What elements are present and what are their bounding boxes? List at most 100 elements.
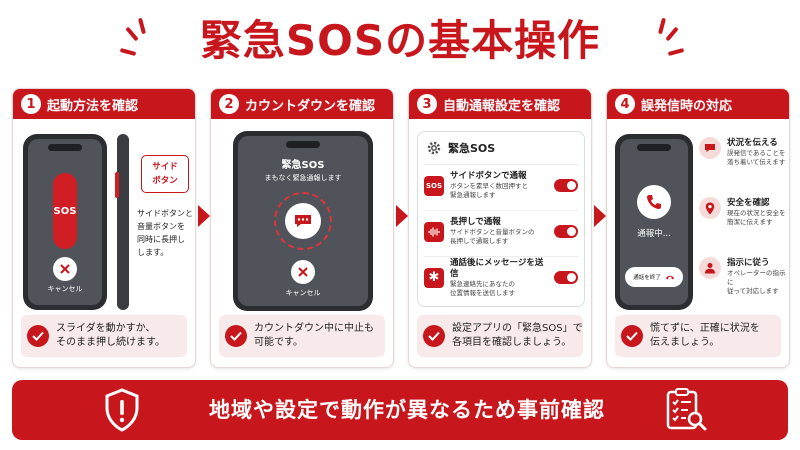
- phone-notch: [286, 141, 320, 148]
- side-label-line-2: ボタン: [152, 176, 178, 186]
- step-number: 1: [21, 94, 41, 114]
- step-header: 1 起動方法を確認: [13, 89, 195, 119]
- cancel-label: キャンセル: [47, 285, 83, 293]
- message-icon: [285, 203, 321, 239]
- step-description: サイドボタンと 音量ボタンを 同時に長押し します。: [137, 207, 195, 259]
- check-icon: [423, 325, 445, 347]
- step-note: カウントダウン中に中止も 可能です。: [219, 315, 385, 357]
- side-button-callout: サイド ボタン: [141, 155, 189, 193]
- note-line-1: 慌てずに、正確に状況を: [650, 323, 760, 334]
- tip-desc: 現在の状況と安全を: [727, 209, 786, 217]
- tip-item: 状況を伝える 誤発信であることを 落ち着いて伝えます: [699, 137, 785, 167]
- check-icon: [621, 325, 643, 347]
- phone-illustration: 通報中... 通話を終了: [615, 134, 693, 310]
- phone-call-icon: [637, 185, 671, 219]
- desc-line: 音量ボタンを: [137, 222, 185, 231]
- page-title: 緊急SOSの基本操作: [199, 16, 601, 65]
- tip-item: 安全を確認 現在の状況と安全を 簡潔に伝えます: [699, 197, 786, 227]
- note-line-2: 伝えましょう。: [650, 337, 720, 348]
- setting-row[interactable]: ✱ 通話後にメッセージを送信 緊急連絡先にあなたの 位置情報を送信します: [424, 256, 578, 298]
- close-icon: [291, 260, 315, 284]
- step-number: 4: [615, 94, 635, 114]
- settings-panel: 緊急SOS SOS サイドボタンで通報 ボタンを素早く数回押すと 緊急通報します…: [417, 131, 585, 307]
- setting-desc: 位置情報を送信します: [450, 288, 515, 297]
- waveform-icon: [424, 221, 444, 242]
- note-line-2: 各項目を確認しましょう。: [452, 337, 572, 348]
- setting-title: 長押しで通報: [450, 217, 501, 227]
- tip-desc: 落ち着いて伝えます: [727, 158, 786, 166]
- check-icon: [27, 325, 49, 347]
- tip-desc: 誤発信であることを: [727, 149, 786, 157]
- header: 緊急SOSの基本操作: [0, 6, 800, 78]
- step-note: スライダを動かすか、 そのまま押し続けます。: [21, 315, 187, 357]
- toggle-switch[interactable]: [554, 225, 578, 238]
- step-title: 誤発信時の対応: [641, 98, 733, 114]
- location-pin-icon: [699, 197, 721, 219]
- setting-desc: 緊急連絡先にあなたの: [450, 279, 515, 288]
- phone-screen: 通報中... 通話を終了: [620, 139, 688, 305]
- setting-title: 通話後にメッセージを送信: [450, 257, 544, 279]
- setting-row[interactable]: 長押しで通報 サイドボタンと音量ボタンの 長押しで通報します: [424, 210, 578, 252]
- call-status: 通報中...: [637, 229, 671, 239]
- end-call-label: 通話を終了: [633, 275, 661, 281]
- close-icon: [53, 257, 77, 281]
- end-call-button: 通話を終了: [625, 267, 683, 287]
- tip-title: 安全を確認: [727, 198, 770, 208]
- setting-desc: 緊急通報します: [450, 191, 496, 199]
- step-title: 自動通報設定を確認: [443, 98, 561, 114]
- note-line-1: カウントダウン中に中止も: [254, 323, 374, 334]
- cancel-button: キャンセル: [238, 260, 368, 298]
- phone-side-illustration: [115, 134, 129, 310]
- countdown-ring: [274, 192, 332, 250]
- desc-line: します。: [137, 248, 169, 257]
- screen-subtitle: まもなく緊急通報します: [264, 174, 342, 182]
- step-title: 起動方法を確認: [47, 98, 139, 114]
- settings-header: 緊急SOS: [426, 140, 495, 156]
- setting-row[interactable]: SOS サイドボタンで通報 ボタンを素早く数回押すと 緊急通報します: [424, 164, 578, 206]
- cancel-label: キャンセル: [285, 289, 321, 297]
- phone-illustration: 緊急SOS まもなく緊急通報します キャンセル: [233, 131, 373, 311]
- toggle-switch[interactable]: [554, 271, 578, 284]
- side-button: [115, 172, 119, 198]
- speech-bubble-icon: [699, 137, 721, 159]
- setting-desc: 長押しで通報します: [450, 237, 509, 245]
- sos-slider: SOS: [53, 173, 77, 249]
- setting-desc: ボタンを素早く数回押すと: [450, 182, 528, 190]
- tip-item: 指示に従う オペレーターの指示に 従って対応します: [699, 257, 789, 296]
- arrow-icon: [198, 205, 210, 227]
- shield-exclamation-icon: [105, 388, 139, 432]
- phone-illustration: SOS キャンセル: [23, 134, 107, 310]
- tip-title: 状況を伝える: [727, 138, 778, 148]
- step-header: 3 自動通報設定を確認: [409, 89, 591, 119]
- gear-icon: [427, 141, 441, 155]
- check-icon: [225, 325, 247, 347]
- desc-line: サイドボタンと: [137, 209, 193, 218]
- step-card-3: 3 自動通報設定を確認 緊急SOS SOS サイドボタンで通報 ボタンを素早く数…: [408, 88, 592, 368]
- side-label-line-1: サイド: [152, 162, 178, 172]
- step-note: 慌てずに、正確に状況を 伝えましょう。: [615, 315, 781, 357]
- step-card-1: 1 起動方法を確認 SOS キャンセル サイド ボタン サイドボタンと 音量ボタ…: [12, 88, 196, 368]
- step-note: 設定アプリの「緊急SOS」で 各項目を確認しましょう。: [417, 315, 583, 357]
- hang-up-icon: [665, 275, 674, 280]
- step-title: カウントダウンを確認: [245, 98, 376, 114]
- tip-desc: 簡潔に伝えます: [727, 218, 773, 226]
- step-number: 3: [417, 94, 437, 114]
- step-header: 2 カウントダウンを確認: [211, 89, 393, 119]
- step-card-2: 2 カウントダウンを確認 緊急SOS まもなく緊急通報します キャンセル: [210, 88, 394, 368]
- tip-title: 指示に従う: [727, 258, 770, 268]
- note-line-2: そのまま押し続けます。: [56, 337, 165, 348]
- clipboard-checklist-icon: [666, 388, 707, 431]
- toggle-switch[interactable]: [554, 179, 578, 192]
- asterisk-icon: ✱: [424, 267, 444, 288]
- note-line-1: スライダを動かすか、: [56, 323, 156, 334]
- step-card-4: 4 誤発信時の対応 通報中... 通話を終了 状況を伝える 誤発信であることを …: [606, 88, 790, 368]
- desc-line: 同時に長押し: [137, 235, 185, 244]
- arrow-icon: [396, 205, 408, 227]
- person-icon: [699, 257, 721, 279]
- phone-screen: 緊急SOS まもなく緊急通報します キャンセル: [238, 136, 368, 306]
- sos-label: SOS: [53, 205, 77, 217]
- arrow-icon: [594, 205, 606, 227]
- setting-title: サイドボタンで通報: [450, 171, 527, 181]
- note-line-1: 設定アプリの「緊急SOS」で: [452, 323, 583, 334]
- bottom-banner: 地域や設定で動作が異なるため事前確認: [12, 380, 788, 440]
